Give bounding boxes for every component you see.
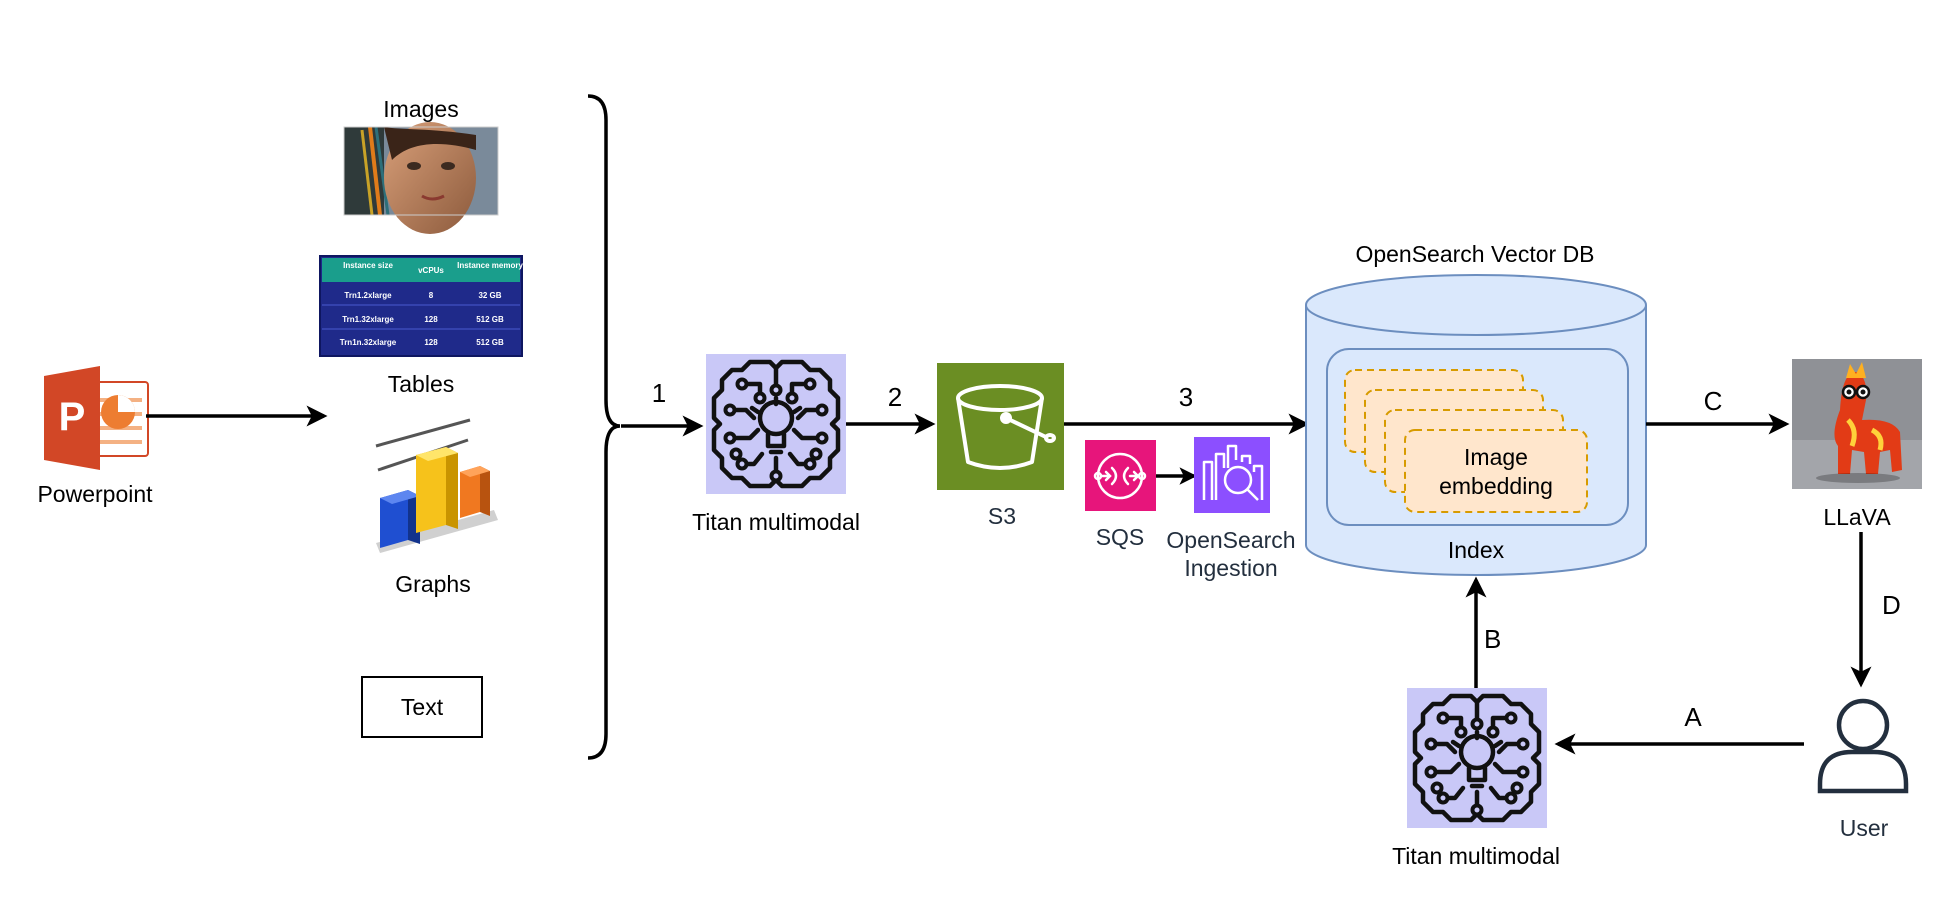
- ingestion-background: [1194, 437, 1270, 513]
- llama-mascot: [1816, 362, 1902, 483]
- queue-icon: [1093, 452, 1147, 500]
- embedding-label-line2: embedding: [1439, 473, 1553, 499]
- user-node: User: [1817, 698, 1909, 841]
- svg-text:P: P: [59, 395, 86, 439]
- step-2-label: 2: [888, 382, 902, 412]
- powerpoint-label: Powerpoint: [37, 481, 153, 507]
- powerpoint-icon: P: [44, 366, 149, 470]
- sources-brace: [587, 94, 621, 760]
- table-cell: 512 GB: [476, 338, 504, 347]
- bucket-icon: [956, 384, 1056, 470]
- table-cell: Trn1.32xlarge: [342, 315, 394, 324]
- table-header-instance-size: Instance size: [343, 261, 393, 270]
- ingestion-label-line2: Ingestion: [1184, 555, 1277, 581]
- s3-node: S3: [937, 363, 1064, 529]
- vector-db-title: OpenSearch Vector DB: [1355, 241, 1594, 267]
- step-a-label: A: [1684, 702, 1702, 732]
- table-header-memory: Instance memory: [457, 261, 523, 270]
- tables-label: Tables: [388, 371, 454, 397]
- table-cell: Trn1.2xlarge: [344, 291, 392, 300]
- table-cell: Trn1n.32xlarge: [340, 338, 397, 347]
- query-titan-label: Titan multimodal: [1392, 843, 1560, 869]
- llava-node: LLaVA: [1792, 359, 1922, 530]
- powerpoint-node: P Powerpoint: [37, 366, 153, 507]
- images-label: Images: [383, 96, 458, 122]
- embedding-label-line1: Image: [1464, 444, 1528, 470]
- llava-label: LLaVA: [1823, 504, 1891, 530]
- table-header-vcpus: vCPUs: [418, 266, 444, 275]
- s3-label: S3: [988, 503, 1016, 529]
- ingestion-label-line1: OpenSearch: [1166, 527, 1295, 553]
- ingestion-icon: [1202, 444, 1264, 501]
- table-cell: 128: [424, 338, 438, 347]
- titan-label: Titan multimodal: [692, 509, 860, 535]
- embedding-card-front: [1404, 429, 1588, 513]
- step-b-label: B: [1484, 624, 1501, 654]
- opensearch-ingestion-node: OpenSearch Ingestion: [1166, 437, 1296, 581]
- index-label: Index: [1448, 537, 1505, 563]
- titan-multimodal-node: Titan multimodal: [692, 354, 860, 535]
- step-d-label: D: [1882, 590, 1901, 620]
- instance-table: Instance size vCPUs Instance memory Trn1…: [319, 255, 523, 357]
- step-1-label: 1: [652, 378, 666, 408]
- table-cell: 128: [424, 315, 438, 324]
- text-box: Text: [361, 676, 483, 738]
- table-cell: 512 GB: [476, 315, 504, 324]
- sqs-node: SQS: [1085, 440, 1156, 550]
- text-label: Text: [401, 694, 444, 720]
- table-cell: 32 GB: [478, 291, 501, 300]
- embedding-stack: Image embedding: [1344, 369, 1588, 513]
- query-titan-multimodal-node: Titan multimodal: [1392, 688, 1560, 869]
- graphs-label: Graphs: [395, 571, 470, 597]
- bar-graph-icon: [375, 418, 498, 553]
- step-c-label: C: [1704, 386, 1723, 416]
- table-cell: 8: [429, 291, 434, 300]
- user-label: User: [1840, 815, 1889, 841]
- portrait-image: [343, 122, 499, 234]
- user-icon: [1817, 698, 1909, 794]
- step-3-label: 3: [1179, 382, 1193, 412]
- s3-background: [937, 363, 1064, 490]
- sqs-label: SQS: [1096, 524, 1145, 550]
